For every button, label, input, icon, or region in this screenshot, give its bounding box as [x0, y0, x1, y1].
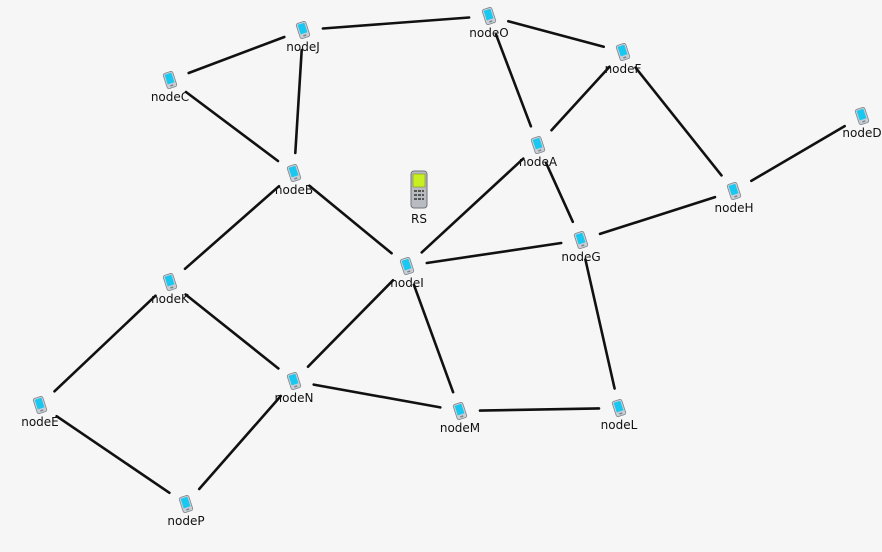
edge-nodeG-nodeI — [425, 241, 563, 265]
edge-nodeD-nodeH — [749, 124, 847, 183]
node-label: nodeA — [518, 155, 558, 169]
rs-label: RS — [411, 212, 427, 226]
edge-nodeN-nodeP — [197, 394, 283, 491]
edge-nodeO-nodeF — [506, 19, 606, 49]
edge-nodeJ-nodeC — [187, 35, 286, 75]
node-label: nodeJ — [286, 40, 320, 54]
mobile-device-icon — [611, 399, 627, 417]
mobile-device-icon — [295, 21, 311, 39]
edge-nodeJ-nodeO — [321, 16, 471, 30]
mobile-device-icon — [452, 402, 468, 420]
rs-device-icon — [410, 170, 428, 209]
edge-nodeF-nodeA — [550, 65, 611, 132]
node-label: nodeD — [842, 126, 882, 140]
node-label: nodeI — [390, 276, 424, 290]
edge-nodeO-nodeA — [494, 33, 533, 128]
edge-nodeM-nodeL — [478, 407, 601, 412]
mobile-device-icon — [178, 495, 194, 513]
node-label: nodeP — [167, 514, 205, 528]
edge-nodeN-nodeM — [312, 383, 442, 409]
mobile-device-icon — [573, 231, 589, 249]
edge-nodeF-nodeH — [634, 66, 723, 177]
mobile-device-icon — [854, 107, 870, 125]
mobile-device-icon — [726, 182, 742, 200]
node-label: nodeK — [151, 292, 189, 306]
edge-nodeG-nodeL — [584, 258, 616, 390]
edge-nodeJ-nodeB — [293, 48, 304, 155]
edge-nodeB-nodeI — [308, 184, 393, 255]
edge-nodeA-nodeI — [420, 157, 525, 254]
edge-nodeK-nodeN — [184, 293, 280, 370]
node-label: nodeM — [439, 421, 481, 435]
node-label: nodeL — [600, 418, 638, 432]
mobile-device-icon — [162, 71, 178, 89]
mobile-device-icon — [615, 43, 631, 61]
edge-nodeE-nodeP — [55, 414, 171, 495]
mobile-device-icon — [162, 273, 178, 291]
mobile-device-icon — [286, 372, 302, 390]
node-label: nodeO — [469, 26, 509, 40]
edge-nodeK-nodeE — [53, 294, 157, 393]
node-label: nodeE — [21, 415, 59, 429]
edge-nodeI-nodeM — [412, 283, 455, 394]
node-label: nodeH — [714, 201, 754, 215]
node-label: nodeG — [561, 250, 601, 264]
mobile-device-icon — [481, 7, 497, 25]
node-label: nodeC — [150, 90, 190, 104]
node-label: nodeB — [274, 183, 314, 197]
mobile-device-icon — [286, 164, 302, 182]
mobile-device-icon — [32, 396, 48, 414]
edge-nodeI-nodeN — [306, 278, 395, 369]
edge-nodeH-nodeG — [598, 195, 717, 236]
mobile-device-icon — [399, 257, 415, 275]
node-label: nodeN — [274, 391, 314, 405]
edge-nodeB-nodeK — [183, 184, 281, 271]
node-label: nodeF — [604, 62, 642, 76]
edge-nodeC-nodeB — [184, 90, 280, 163]
mobile-device-icon — [530, 136, 546, 154]
edge-nodeA-nodeG — [544, 161, 575, 224]
